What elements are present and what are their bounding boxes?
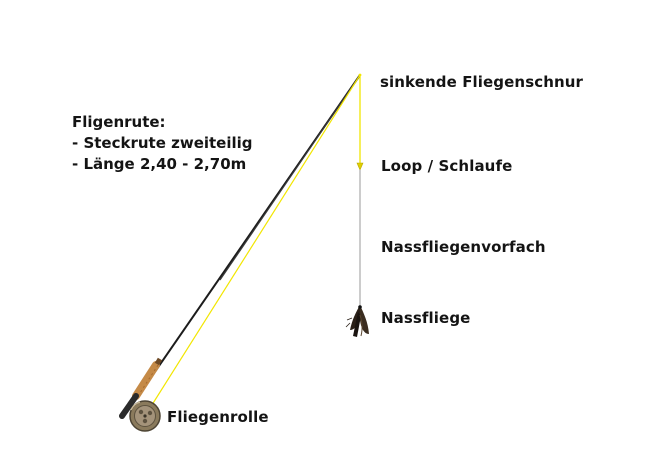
wet-fly-icon [345,305,369,337]
label-reel: Fliegenrolle [167,408,269,426]
reel-seat [119,393,139,419]
label-loop: Loop / Schlaufe [381,157,513,175]
rod-tip [358,73,362,77]
rod-blank-upper [219,74,361,281]
reel-icon [129,400,161,432]
label-leader: Nassfliegenvorfach [381,238,546,256]
label-wet-fly: Nassfliege [381,309,471,327]
fly-line-along-rod [149,74,361,409]
rod-info-line-2: - Länge 2,40 - 2,70m [72,155,247,173]
loop-connection [356,162,364,171]
cork-grip [132,357,163,400]
label-fly-line: sinkende Fliegenschnur [380,73,584,91]
rod-info-line-1: - Steckrute zweiteilig [72,134,253,152]
rod-info-text: Fligenrute: - Steckrute zweiteilig - Län… [72,112,253,175]
rod-info-title: Fligenrute: [72,113,166,131]
